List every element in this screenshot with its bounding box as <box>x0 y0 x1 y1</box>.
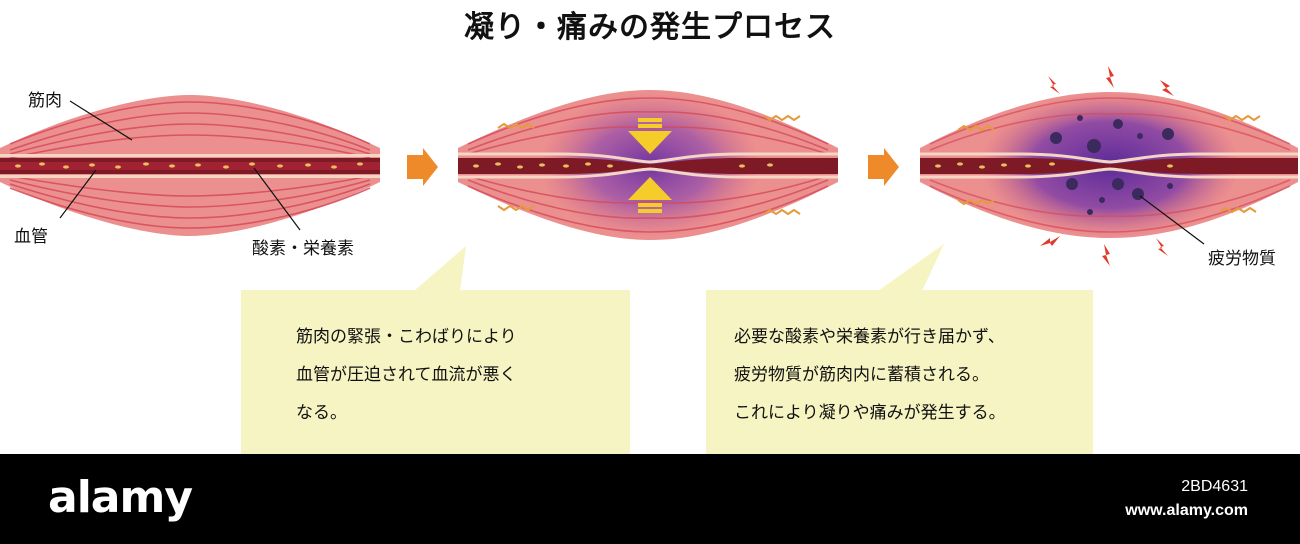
box2-line3: これにより凝りや痛みが発生する。 <box>734 403 1006 423</box>
box1-line3: なる。 <box>296 403 347 423</box>
tremor-lines-3 <box>957 114 1261 214</box>
muscle-compressed <box>458 90 838 240</box>
process-arrow-2 <box>868 148 899 186</box>
diagram-stage: 凝り・痛みの発生プロセス <box>0 10 1298 454</box>
label-fatigue-substance: 疲労物質 <box>1208 249 1276 269</box>
box1-line2: 血管が圧迫されて血流が悪く <box>296 365 517 385</box>
pressure-arrows <box>628 118 672 213</box>
explanation-box-1-shape <box>241 246 630 454</box>
box1-line1: 筋肉の緊張・こわばりにより <box>296 327 517 347</box>
explanation-box-2: 必要な酸素や栄養素が行き届かず、 疲労物質が筋肉内に蓄積される。 これにより凝り… <box>734 318 1006 432</box>
muscle-normal <box>0 95 380 236</box>
diagram-title: 凝り・痛みの発生プロセス <box>464 10 836 45</box>
label-muscle: 筋肉 <box>28 91 62 111</box>
box2-line1: 必要な酸素や栄養素が行き届かず、 <box>734 327 1005 347</box>
tremor-lines-2 <box>497 114 801 216</box>
leader-line-fatigue <box>1139 195 1205 245</box>
leader-lines-1 <box>59 100 301 231</box>
watermark-footer: alamy 2BD4631 www.alamy.com <box>0 454 1300 544</box>
pain-bolts <box>1040 66 1174 266</box>
fatigue-particles <box>1050 115 1174 215</box>
explanation-box-2-shape <box>706 244 1093 454</box>
brand-logo: alamy <box>48 472 193 523</box>
diagram-graphics <box>0 66 1298 454</box>
image-id: 2BD4631 <box>1181 478 1248 495</box>
label-vessel: 血管 <box>14 227 48 247</box>
process-arrow-1 <box>407 148 438 186</box>
label-nutrients: 酸素・栄養素 <box>252 239 354 259</box>
muscle-fatigued <box>920 92 1298 238</box>
box2-line2: 疲労物質が筋肉内に蓄積される。 <box>734 365 989 385</box>
explanation-box-1: 筋肉の緊張・こわばりにより 血管が圧迫されて血流が悪く なる。 <box>296 318 517 432</box>
site-url: www.alamy.com <box>1125 502 1248 519</box>
